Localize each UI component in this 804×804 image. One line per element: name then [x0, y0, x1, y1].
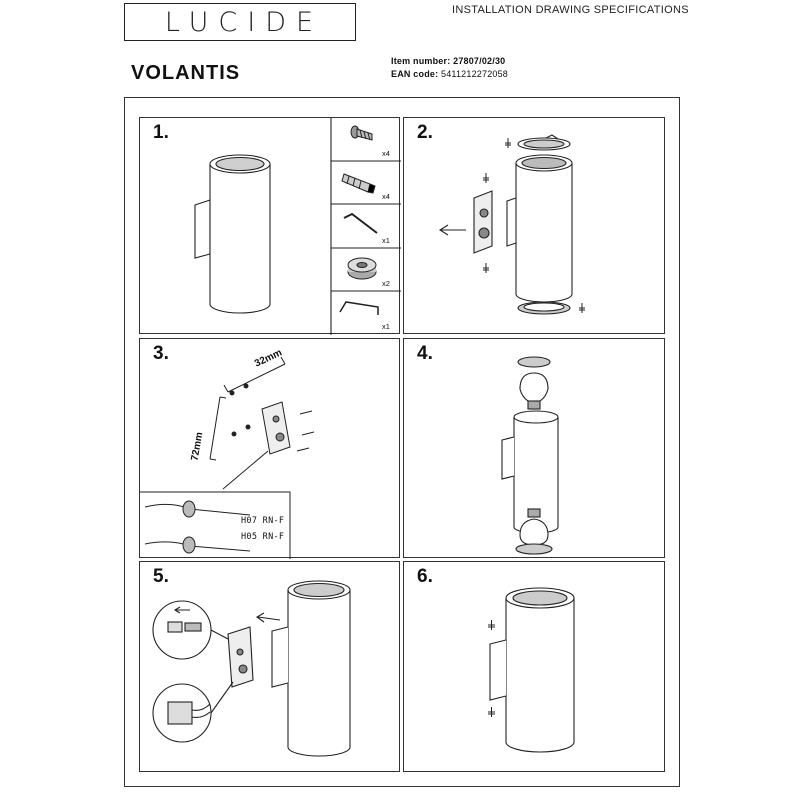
wall-plug-icon: [341, 173, 376, 194]
part-3-quantity: x1: [382, 236, 390, 245]
step-2-panel: 2.: [403, 117, 665, 334]
step-4-panel: 4.: [403, 338, 665, 558]
brand-logo-text: LUCIDE: [164, 6, 324, 38]
cable-type-1: H07 RN-F: [241, 516, 285, 526]
step-1-number: 1.: [153, 122, 169, 143]
step-5-panel: 5.: [139, 561, 400, 772]
step-5-drawing: [152, 580, 351, 757]
cable-gland-icon: [347, 257, 377, 280]
step-4-drawing: [501, 356, 559, 555]
step-3-drawing: [140, 356, 315, 559]
product-name: VOLANTIS: [131, 62, 241, 84]
part-5-quantity: x1: [382, 322, 390, 331]
step-6-drawing: [488, 587, 575, 753]
item-number-label: Item number:: [391, 56, 451, 66]
product-info: Item number: 27807/02/30 EAN code: 54112…: [391, 55, 508, 81]
step-1-panel: 1.: [139, 117, 401, 335]
document-title: INSTALLATION DRAWING SPECIFICATIONS: [452, 4, 689, 16]
step-3-number: 3.: [153, 343, 169, 364]
part-2-quantity: x4: [382, 192, 390, 201]
screw-markers: [483, 138, 585, 313]
ean-code-value: 5411212272058: [441, 69, 509, 79]
ean-code-label: EAN code:: [391, 69, 439, 79]
allen-key-icon: [343, 212, 378, 234]
brand-logo: LUCIDE: [124, 3, 356, 41]
part-1-quantity: x4: [382, 149, 390, 158]
step-3-panel: 3. 32mm 72mm H07 RN-F H05 RN-: [139, 338, 400, 559]
step-6-number: 6.: [417, 566, 433, 587]
step-6-panel: 6.: [403, 561, 665, 772]
item-number-value: 27807/02/30: [453, 56, 506, 66]
instructions-frame: [124, 97, 680, 787]
step-1-drawing: [194, 118, 401, 335]
hook-tool-icon: [339, 301, 379, 315]
part-4-quantity: x2: [382, 279, 390, 288]
cable-type-2: H05 RN-F: [241, 532, 285, 542]
screw-icon: [350, 125, 373, 141]
screw-markers: [488, 620, 495, 717]
step-2-number: 2.: [417, 122, 433, 143]
step-2-drawing: [438, 134, 585, 315]
step-4-number: 4.: [417, 343, 433, 364]
step-5-number: 5.: [153, 566, 169, 587]
